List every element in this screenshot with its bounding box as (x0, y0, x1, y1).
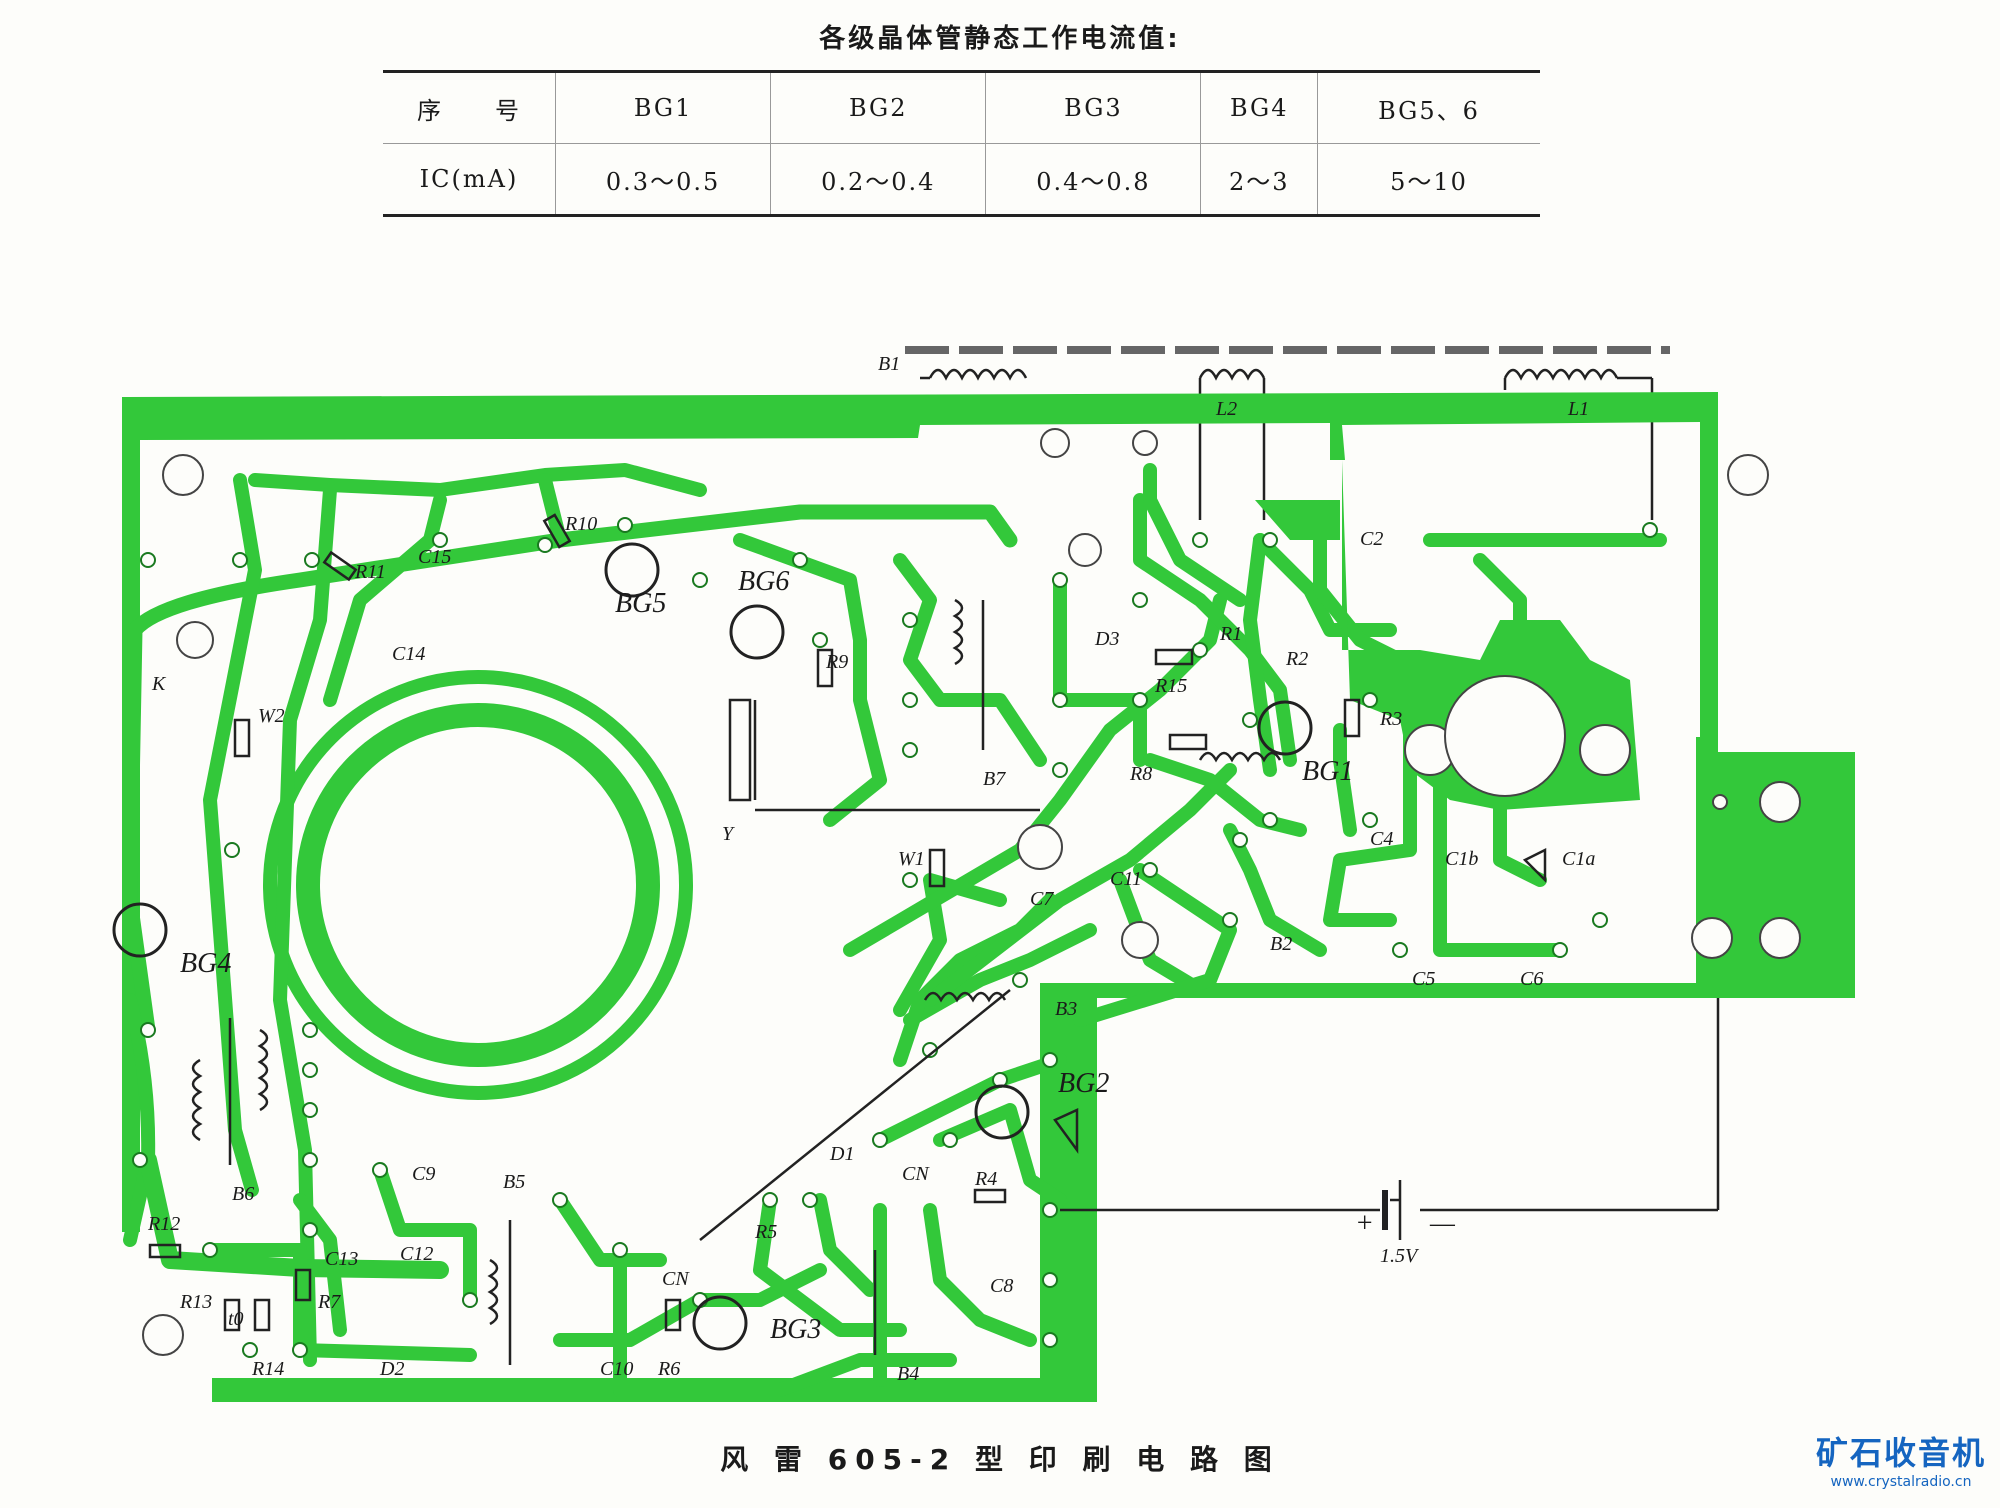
label-c1b: C1b (1445, 848, 1478, 870)
component-labels: B1 L1 L2 C2 D3 R1 R2 R3 R15 R8 BG1 C4 C1… (147, 353, 1595, 1385)
table-cell: IC(mA) (383, 143, 556, 216)
table-header-cell: BG3 (985, 71, 1202, 144)
copper-pad-area (1255, 500, 1340, 540)
watermark-name: 矿石收音机 (1815, 1434, 1986, 1472)
label-k: K (151, 673, 167, 695)
antenna-coils (920, 368, 1654, 520)
label-d3: D3 (1094, 628, 1119, 650)
label-c2: C2 (1360, 528, 1383, 550)
table-header-cell: BG4 (1200, 71, 1318, 144)
label-r1: R1 (1219, 623, 1242, 645)
label-r14: R14 (251, 1358, 284, 1380)
label-w2: W2 (258, 705, 285, 727)
label-r15: R15 (1154, 675, 1187, 697)
watermark: 矿石收音机 www.crystalradio.cn (1816, 1428, 1986, 1490)
label-bg1: BG1 (1302, 756, 1353, 787)
table-title: 各级晶体管静态工作电流值: (819, 24, 1181, 54)
label-c7: C7 (1030, 888, 1054, 910)
label-c12: C12 (400, 1243, 433, 1265)
pads (132, 517, 1658, 1358)
mount-holes (142, 428, 1801, 1356)
copper-ground-plane (1342, 460, 1640, 810)
label-c5: C5 (1412, 968, 1435, 990)
label-c6: C6 (1520, 968, 1543, 990)
label-r11: R11 (354, 561, 386, 583)
label-c4: C4 (1370, 828, 1393, 850)
table-cell: 2～3 (1200, 143, 1318, 216)
table-cell: 0.2～0.4 (770, 143, 987, 216)
label-bg3: BG3 (770, 1314, 821, 1345)
label-b5: B5 (503, 1171, 525, 1193)
label-r10: R10 (564, 513, 597, 535)
label-cn2: CN (662, 1268, 690, 1290)
label-c15: C15 (418, 546, 451, 568)
label-bg2: BG2 (1058, 1068, 1109, 1099)
label-b1: B1 (878, 353, 900, 375)
label-r5: R5 (754, 1221, 777, 1243)
pcb-diagram: B1 L1 L2 C2 D3 R1 R2 R3 R15 R8 BG1 C4 C1… (112, 346, 1855, 1402)
label-r2: R2 (1285, 648, 1308, 670)
table-header-cell: BG2 (770, 71, 987, 144)
label-c13: C13 (325, 1248, 358, 1270)
label-c11: C11 (1110, 868, 1142, 890)
label-l2: L2 (1215, 398, 1237, 420)
label-y: Y (722, 823, 735, 845)
label-r4: R4 (974, 1168, 997, 1190)
current-table: 序 号 BG1 BG2 BG3 BG4 BG5、6 IC(mA) 0.3～0.5… (383, 70, 1540, 217)
label-bg4: BG4 (180, 948, 231, 979)
components (148, 513, 1720, 1365)
table-header-cell: BG1 (555, 71, 772, 144)
label-b7: B7 (983, 768, 1006, 790)
label-r12: R12 (147, 1213, 180, 1235)
label-r6: R6 (657, 1358, 680, 1380)
label-c14: C14 (392, 643, 425, 665)
label-d2: D2 (379, 1358, 404, 1380)
table-header-cell: BG5、6 (1317, 71, 1540, 144)
battery-plus: + (1355, 1208, 1374, 1239)
label-c10: C10 (600, 1358, 633, 1380)
label-b3: B3 (1055, 998, 1077, 1020)
watermark-url: www.crystalradio.cn (1830, 1474, 1972, 1490)
label-t0: t0 (228, 1308, 244, 1330)
label-r9: R9 (825, 651, 848, 673)
table-header-cell: 序 号 (383, 71, 556, 144)
label-b2: B2 (1270, 933, 1292, 955)
table-row: IC(mA) 0.3～0.5 0.2～0.4 0.4～0.8 2～3 5～10 (383, 143, 1540, 216)
label-r8: R8 (1129, 763, 1152, 785)
table-cell: 5～10 (1390, 167, 1468, 196)
transistors (112, 542, 1313, 1351)
label-cn1: CN (902, 1163, 930, 1185)
table-cell: 0.4～0.8 (985, 143, 1202, 216)
table-cell: 0.3～0.5 (555, 143, 772, 216)
label-c9: C9 (412, 1163, 435, 1185)
table-header-row: 序 号 BG1 BG2 BG3 BG4 BG5、6 (383, 71, 1540, 144)
label-c8: C8 (990, 1275, 1013, 1297)
label-c1a: C1a (1562, 848, 1595, 870)
label-bg6: BG6 (738, 566, 789, 597)
label-b4: B4 (897, 1363, 919, 1385)
label-l1: L1 (1567, 398, 1589, 420)
label-d1: D1 (829, 1143, 854, 1165)
label-r13: R13 (179, 1291, 212, 1313)
label-bg5: BG5 (615, 588, 666, 619)
battery-minus: — (1429, 1208, 1456, 1239)
copper-traces (122, 392, 1855, 1402)
label-b6: B6 (232, 1183, 254, 1205)
label-w1: W1 (898, 848, 925, 870)
battery-voltage: 1.5V (1380, 1245, 1420, 1267)
label-r7: R7 (317, 1291, 341, 1313)
diagram-caption: 风 雷 605-2 型 印 刷 电 路 图 (720, 1443, 1280, 1476)
label-r3: R3 (1379, 708, 1402, 730)
